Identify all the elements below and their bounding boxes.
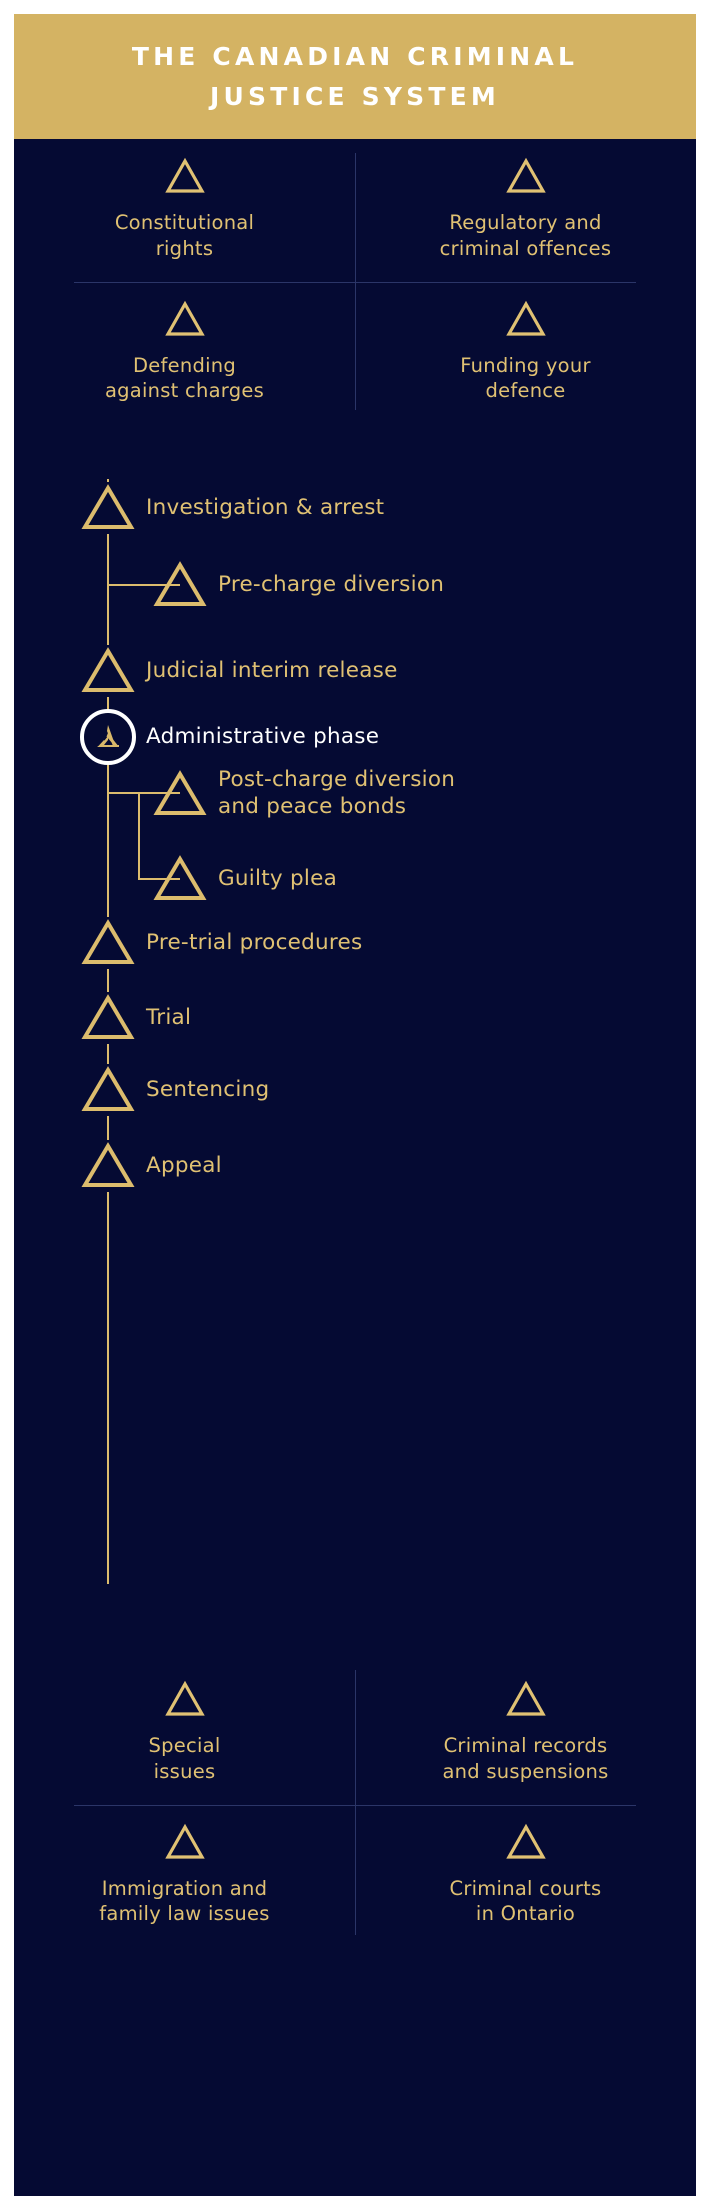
triangle-icon	[164, 157, 206, 199]
flow-branch-connector	[108, 584, 180, 586]
flow-node-trial[interactable]: Trial	[80, 992, 191, 1044]
triangle-icon	[164, 1680, 206, 1722]
topic-card-constitutional-rights[interactable]: Constitutional rights	[14, 139, 355, 282]
flow-node-label: Judicial interim release	[146, 657, 398, 683]
flow-node-guilty-plea[interactable]: Guilty plea	[152, 853, 337, 905]
topic-card-label: Defending against charges	[104, 353, 265, 403]
triskelion-logo-icon	[97, 725, 119, 747]
flow-node-label: Administrative phase	[146, 723, 380, 749]
triangle-icon	[80, 482, 136, 534]
flow-node-label: Sentencing	[146, 1076, 270, 1102]
flow-node-label: Investigation & arrest	[146, 494, 385, 520]
triangle-icon	[505, 157, 547, 199]
flow-node-label: Pre-trial procedures	[146, 929, 363, 955]
topic-card-regulatory-and-criminal-offences[interactable]: Regulatory and criminal offences	[355, 139, 696, 282]
flow-branch-connector	[138, 878, 180, 880]
grid-horizontal-divider	[74, 1805, 636, 1806]
topic-card-label: Funding your defence	[460, 353, 591, 403]
flow-node-administrative-phase[interactable]: Administrative phase	[80, 709, 380, 765]
flow-node-pre-charge-diversion[interactable]: Pre-charge diversion	[152, 559, 444, 611]
flow-branch-connector	[138, 792, 140, 879]
flow-node-label: Trial	[146, 1004, 192, 1030]
topic-card-funding-your-defence[interactable]: Funding your defence	[355, 282, 696, 425]
triangle-icon	[80, 645, 136, 697]
active-node-ring	[80, 709, 136, 765]
triangle-icon	[152, 768, 208, 820]
triangle-icon	[164, 1823, 206, 1865]
topic-card-label: Immigration and family law issues	[99, 1876, 270, 1926]
topic-card-label: Criminal records and suspensions	[442, 1734, 609, 1783]
flow-node-judicial-interim-release[interactable]: Judicial interim release	[80, 645, 398, 697]
triangle-icon	[80, 992, 136, 1044]
triangle-icon	[80, 917, 136, 969]
topic-card-immigration-and-family-law-issues[interactable]: Immigration and family law issues	[14, 1805, 355, 1948]
triangle-icon	[505, 1823, 547, 1865]
triangle-icon	[80, 1140, 136, 1192]
triangle-icon	[505, 1680, 547, 1722]
ring-circle	[80, 709, 136, 765]
bottom-topic-grid: Special issues Criminal records and susp…	[14, 1662, 696, 1947]
triangle-icon	[164, 300, 206, 342]
flow-node-post-charge-diversion-and-peace-bonds[interactable]: Post-charge diversion and peace bonds	[152, 767, 455, 821]
grid-horizontal-divider	[74, 282, 636, 283]
topic-card-criminal-courts-in-ontario[interactable]: Criminal courts in Ontario	[355, 1805, 696, 1948]
page-title: THE CANADIAN CRIMINAL JUSTICE SYSTEM	[131, 42, 579, 111]
topic-card-label: Regulatory and criminal offences	[439, 211, 612, 260]
triangle-icon	[505, 300, 547, 342]
flow-branch-connector	[108, 792, 180, 794]
flow-node-label: Guilty plea	[218, 865, 337, 891]
process-flow-chart: Investigation & arrest Pre-charge divers…	[14, 424, 696, 1662]
topic-card-criminal-records-and-suspensions[interactable]: Criminal records and suspensions	[355, 1662, 696, 1805]
topic-card-defending-against-charges[interactable]: Defending against charges	[14, 282, 355, 425]
topic-card-label: Criminal courts in Ontario	[449, 1876, 602, 1926]
flow-node-pre-trial-procedures[interactable]: Pre-trial procedures	[80, 917, 362, 969]
topic-card-special-issues[interactable]: Special issues	[14, 1662, 355, 1805]
flow-node-appeal[interactable]: Appeal	[80, 1140, 222, 1192]
flow-node-sentencing[interactable]: Sentencing	[80, 1064, 269, 1116]
infographic-panel: THE CANADIAN CRIMINAL JUSTICE SYSTEM Con…	[14, 14, 696, 2196]
flow-node-investigation-and-arrest[interactable]: Investigation & arrest	[80, 482, 384, 534]
triangle-icon	[152, 559, 208, 611]
grid-vertical-divider	[355, 153, 356, 410]
flow-node-label: Pre-charge diversion	[218, 571, 445, 597]
triangle-icon	[80, 1064, 136, 1116]
flow-node-label: Post-charge diversion and peace bonds	[218, 767, 456, 819]
flow-node-label: Appeal	[146, 1152, 222, 1178]
topic-card-label: Special issues	[148, 1734, 221, 1783]
page-header: THE CANADIAN CRIMINAL JUSTICE SYSTEM	[14, 14, 696, 139]
grid-vertical-divider	[355, 1670, 356, 1935]
top-topic-grid: Constitutional rights Regulatory and cri…	[14, 139, 696, 424]
triangle-icon	[152, 853, 208, 905]
topic-card-label: Constitutional rights	[114, 211, 255, 260]
